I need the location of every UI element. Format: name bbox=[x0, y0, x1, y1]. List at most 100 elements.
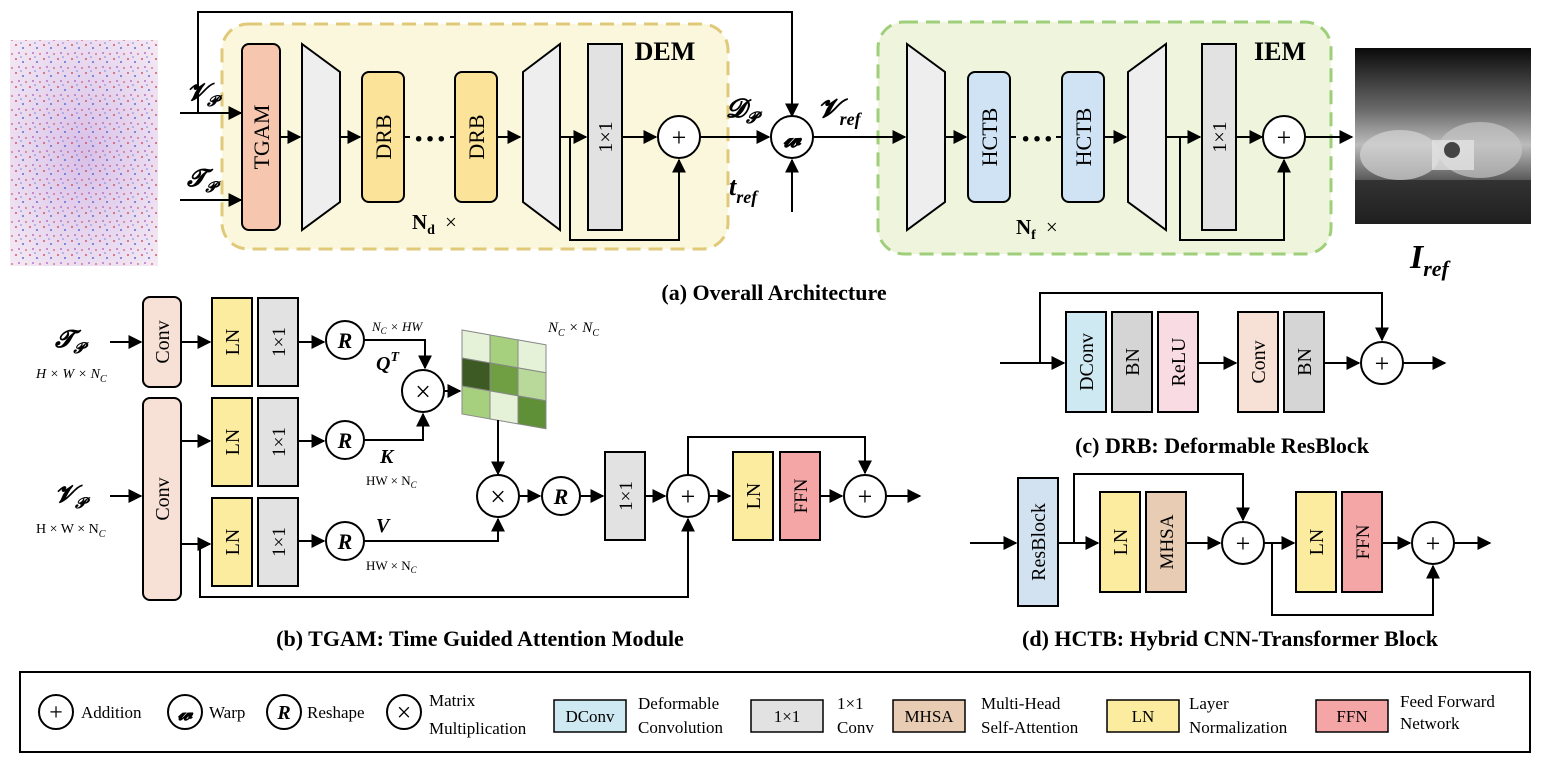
times-text: × bbox=[415, 377, 431, 408]
hctb-residual-line-1 bbox=[1073, 473, 1250, 543]
legend-dconv-label-2: Convolution bbox=[638, 718, 724, 737]
tgam-caption: (b) TGAM: Time Guided Attention Module bbox=[276, 626, 684, 651]
reshape-text: R bbox=[337, 529, 353, 554]
v-out-label: V bbox=[376, 515, 391, 537]
v-arrow bbox=[364, 517, 505, 542]
ln-text: LN bbox=[1110, 529, 1132, 556]
attention-matrix bbox=[461, 329, 547, 430]
tgam-ln-1 bbox=[211, 297, 253, 387]
tgam-residual-line-2 bbox=[687, 436, 872, 475]
k-dims: HW × NC bbox=[366, 473, 418, 490]
legend-warp-symbol bbox=[167, 694, 203, 730]
legend-conv11-label-2: Conv bbox=[837, 718, 874, 737]
conv1x1-text: 1×1 bbox=[269, 327, 290, 357]
legend-addition-label: Addition bbox=[81, 703, 142, 722]
legend-ln-label-2: Normalization bbox=[1189, 718, 1288, 737]
resblock-text: ResBlock bbox=[1028, 503, 1050, 581]
legend-reshape-symbol bbox=[266, 694, 302, 730]
iem-label: IEM bbox=[1254, 37, 1306, 66]
ffn-text: FFN bbox=[1336, 707, 1367, 726]
overall-caption: (a) Overall Architecture bbox=[661, 280, 886, 305]
vref-label: 𝓥ref bbox=[818, 94, 863, 129]
tgam-v-label: 𝓥𝓟 bbox=[55, 482, 91, 512]
tgam-ln-3 bbox=[211, 497, 253, 587]
legend-conv11-box bbox=[750, 699, 824, 733]
ln-text: LN bbox=[1132, 707, 1155, 726]
ffn-text: FFN bbox=[791, 478, 812, 513]
tgam-block bbox=[241, 43, 281, 231]
plus-text: + bbox=[858, 482, 873, 511]
drb-dconv bbox=[1065, 311, 1107, 413]
tref-label: tref bbox=[729, 172, 759, 207]
warp-text: 𝔀 bbox=[178, 703, 194, 725]
dconv-text: DConv bbox=[1076, 333, 1098, 391]
tgam-t-dims: H × W × NC bbox=[35, 367, 107, 385]
encoder-trapezoid-dem bbox=[301, 42, 341, 232]
tgam-residual-line bbox=[199, 517, 695, 598]
hctb-mhsa bbox=[1145, 491, 1187, 593]
plus-text: + bbox=[1236, 529, 1251, 558]
conv1x1-text: 1×1 bbox=[1209, 121, 1231, 152]
tgam-ln-2 bbox=[211, 397, 253, 487]
drb-bn-1 bbox=[1111, 311, 1153, 413]
conv-text: Conv bbox=[152, 320, 174, 363]
tgam-ln-out bbox=[732, 451, 774, 541]
ln-text: LN bbox=[1306, 529, 1328, 556]
q-dims: NC × HW bbox=[371, 319, 423, 336]
reshape-text: R bbox=[553, 484, 569, 509]
tgam-text: TGAM bbox=[249, 105, 274, 170]
plus-text: + bbox=[1375, 349, 1390, 378]
iem-residual-line bbox=[1179, 137, 1291, 241]
nf-label: Nf× bbox=[1016, 215, 1058, 243]
conv1x1-text: 1×1 bbox=[774, 707, 801, 726]
times-text: × bbox=[490, 482, 506, 513]
legend: + Addition 𝔀 Warp R Reshape × Matrix Mul… bbox=[19, 671, 1531, 753]
times-text: × bbox=[397, 698, 412, 727]
legend-warp-label: Warp bbox=[209, 703, 245, 722]
drb-relu bbox=[1157, 311, 1199, 413]
input-t-label: 𝓣𝓟 bbox=[186, 166, 221, 196]
drb-bn-2 bbox=[1283, 311, 1325, 413]
plus-text: + bbox=[681, 482, 696, 511]
drb-detail: DConv BN ReLU Conv BN + (c) DRB: Deforma… bbox=[1000, 292, 1447, 458]
ln-text: LN bbox=[222, 429, 244, 456]
k-arrow bbox=[364, 412, 430, 441]
v-out-dims: HW × NC bbox=[366, 558, 418, 575]
drb-text: DRB bbox=[464, 114, 489, 159]
reshape-text: R bbox=[276, 702, 290, 724]
legend-matmul-symbol bbox=[386, 694, 422, 730]
iref-label: Iref bbox=[1409, 239, 1452, 281]
hctb-text: HCTB bbox=[977, 108, 1002, 167]
reshape-text: R bbox=[337, 328, 353, 353]
dem-label: DEM bbox=[635, 37, 696, 66]
conv1x1-iem bbox=[1201, 43, 1237, 231]
hctb-ln-1 bbox=[1099, 491, 1141, 593]
drb-conv bbox=[1237, 311, 1279, 413]
hctb-resblock bbox=[1017, 477, 1059, 607]
tgam-t-label: 𝓣𝓟 bbox=[54, 327, 89, 357]
dconv-text: DConv bbox=[565, 707, 615, 726]
legend-ln-box bbox=[1106, 699, 1180, 733]
vp-skip-line bbox=[197, 11, 799, 118]
ffn-text: FFN bbox=[1353, 524, 1374, 559]
conv1x1-text: 1×1 bbox=[269, 527, 290, 557]
tgam-conv-bottom bbox=[142, 397, 182, 601]
legend-addition-symbol bbox=[38, 694, 74, 730]
drb-residual-line bbox=[1039, 292, 1389, 363]
reshape-text: R bbox=[337, 428, 353, 453]
bn-text: BN bbox=[1294, 348, 1316, 376]
conv1x1-text: 1×1 bbox=[269, 427, 290, 457]
legend-matmul-label-2: Multiplication bbox=[429, 719, 527, 738]
ln-text: LN bbox=[222, 529, 244, 556]
decoder-trapezoid-dem bbox=[522, 41, 561, 233]
legend-ffn-label-2: Network bbox=[1400, 714, 1460, 733]
decoder-trapezoid-iem bbox=[1127, 42, 1167, 232]
input-v-label: 𝓥𝓟 bbox=[187, 80, 223, 110]
encoder-trapezoid-iem bbox=[906, 42, 946, 232]
plus-text: + bbox=[672, 123, 687, 152]
legend-mhsa-label-1: Multi-Head bbox=[981, 694, 1061, 713]
legend-dconv-label-1: Deformable bbox=[638, 694, 719, 713]
plus-text: + bbox=[1277, 123, 1292, 152]
hctb-residual-line-2 bbox=[1271, 543, 1440, 616]
